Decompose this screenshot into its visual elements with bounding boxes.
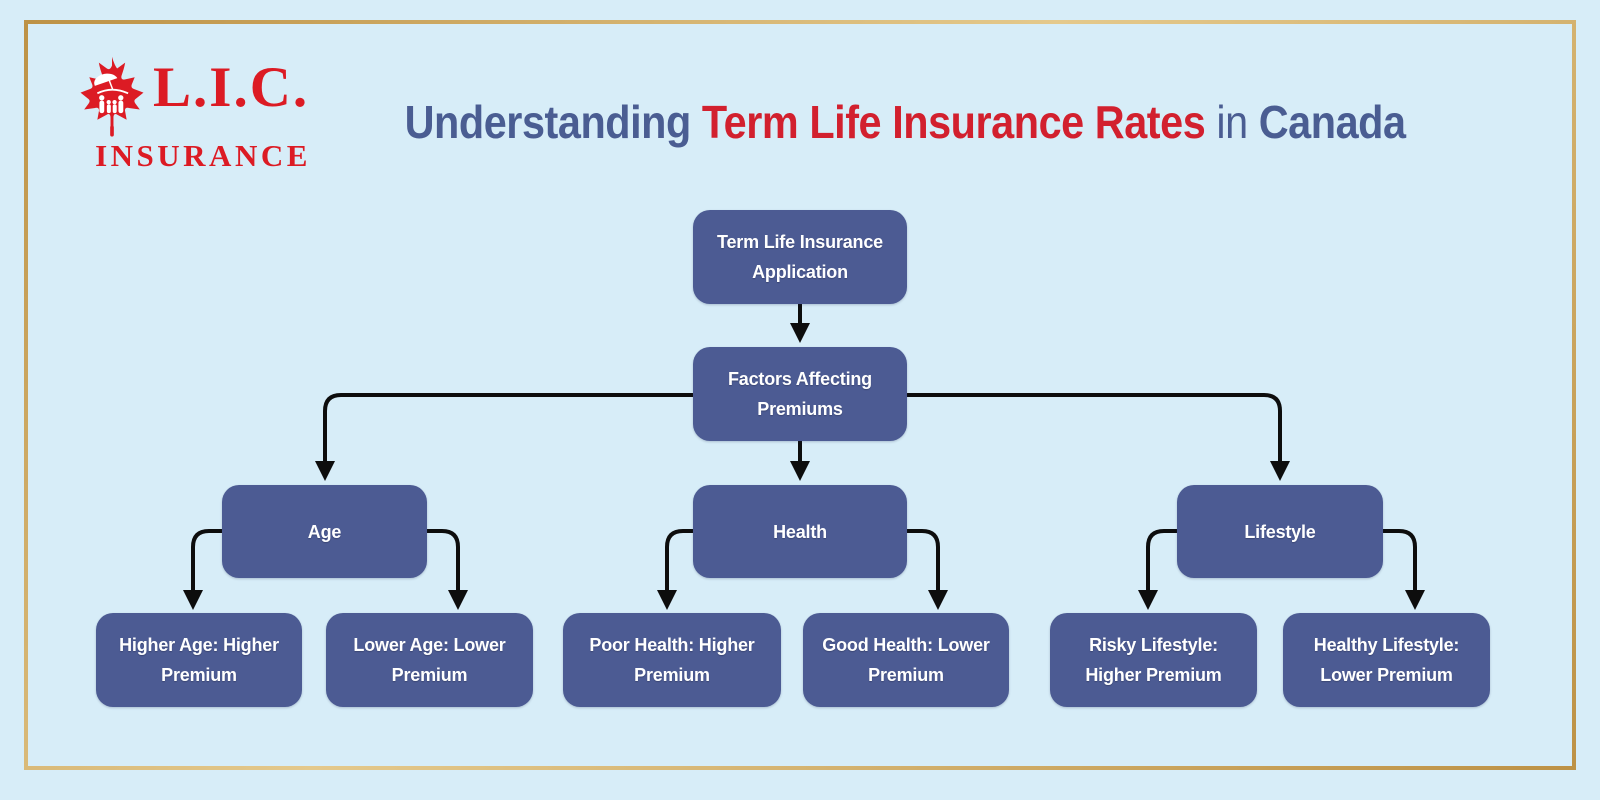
node-lifestyle: Lifestyle — [1177, 485, 1383, 578]
connector-factors-age — [315, 393, 693, 481]
connector-age-lower-age — [427, 529, 468, 610]
page-title: Understanding Term Life Insurance Rates … — [234, 92, 1576, 152]
family-under-umbrella-glyph — [94, 73, 129, 114]
title-segment-rates: Term Life Insurance Rates — [701, 96, 1206, 148]
title-segment-in: in — [1205, 96, 1259, 148]
connector-age-higher-age — [183, 529, 222, 610]
maple-leaf-icon — [80, 56, 144, 137]
node-factors-affecting-premiums: Factors Affecting Premiums — [693, 347, 907, 441]
title-segment-understanding: Understanding — [404, 96, 702, 148]
node-health: Health — [693, 485, 907, 578]
lic-insurance-logo: L.I.C. INSURANCE — [75, 56, 331, 173]
node-age: Age — [222, 485, 427, 578]
node-good-health-lower-premium: Good Health: Lower Premium — [803, 613, 1009, 707]
connector-health-good — [907, 529, 948, 610]
node-risky-lifestyle-higher-premium: Risky Lifestyle: Higher Premium — [1050, 613, 1257, 707]
connector-lifestyle-risky — [1138, 529, 1177, 610]
logo-subtitle-text: INSURANCE — [95, 138, 311, 173]
node-higher-age-higher-premium: Higher Age: Higher Premium — [96, 613, 302, 707]
node-lower-age-lower-premium: Lower Age: Lower Premium — [326, 613, 533, 707]
logo-brand-text: L.I.C. — [153, 56, 310, 119]
connector-lifestyle-healthy — [1383, 529, 1425, 610]
title-segment-canada: Canada — [1258, 96, 1406, 148]
node-poor-health-higher-premium: Poor Health: Higher Premium — [563, 613, 781, 707]
node-healthy-lifestyle-lower-premium: Healthy Lifestyle: Lower Premium — [1283, 613, 1490, 707]
connector-factors-lifestyle — [907, 393, 1290, 481]
connector-health-poor — [657, 529, 693, 610]
node-term-life-insurance-application: Term Life Insurance Application — [693, 210, 907, 304]
